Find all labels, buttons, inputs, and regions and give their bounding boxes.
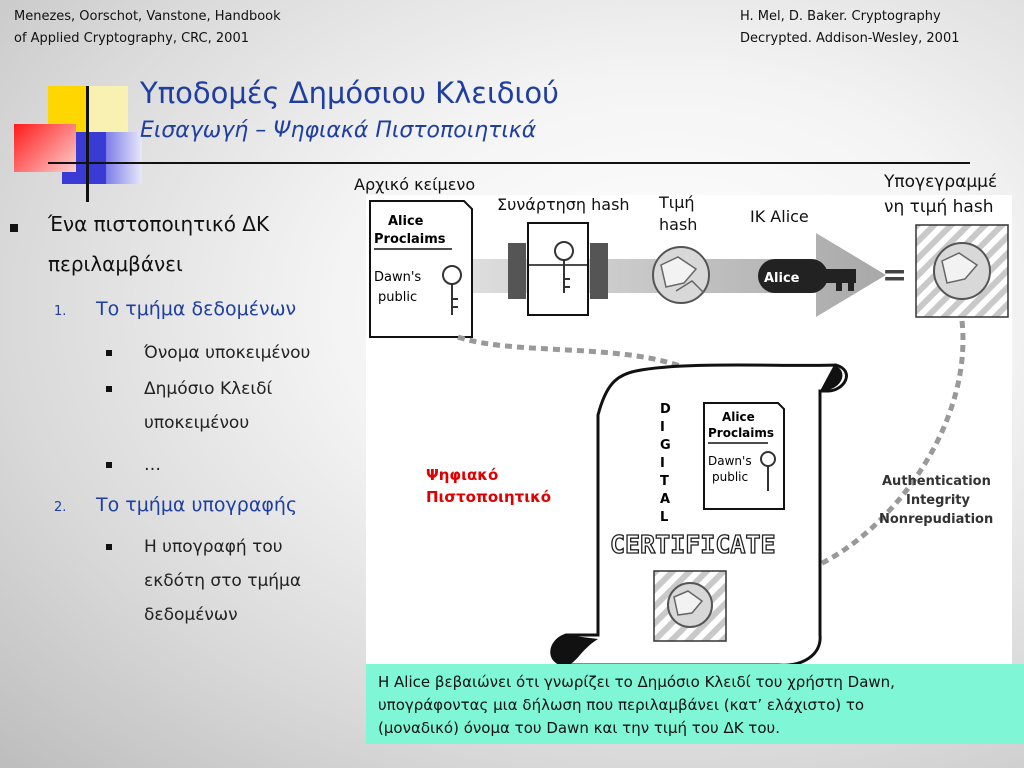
svg-text:Proclaims: Proclaims bbox=[708, 426, 774, 440]
original-document-icon: Alice Proclaims Dawn's public bbox=[369, 200, 473, 338]
bullet-icon bbox=[106, 462, 112, 468]
bullet-line-2: περιλαμβάνει bbox=[48, 252, 183, 276]
svg-text:T: T bbox=[660, 474, 669, 489]
diagram-graphic: Alice Proclaims Dawn's public bbox=[369, 200, 1009, 667]
section-label-2: Το τμήμα υπογραφής bbox=[96, 494, 298, 516]
svg-text:I: I bbox=[660, 420, 665, 435]
svg-text:public: public bbox=[712, 470, 748, 484]
svg-text:Proclaims: Proclaims bbox=[374, 232, 446, 247]
reference-left-line-2: of Applied Cryptography, CRC, 2001 bbox=[14, 31, 249, 46]
title-divider bbox=[48, 162, 970, 164]
bullet-line-1: Ένα πιστοποιητικό ΔΚ bbox=[48, 212, 270, 236]
svg-text:Authentication: Authentication bbox=[882, 474, 991, 489]
bullet-icon bbox=[106, 350, 112, 356]
bullet-icon bbox=[106, 386, 112, 392]
certificate-scroll: D I G I T A L Alice Proclaims Dawn's pub… bbox=[550, 363, 848, 667]
svg-text:L: L bbox=[660, 510, 668, 525]
svg-text:D: D bbox=[660, 402, 671, 417]
process-arrow bbox=[406, 233, 886, 317]
svg-text:public: public bbox=[378, 290, 417, 305]
svg-text:Alice: Alice bbox=[388, 214, 424, 229]
svg-text:Integrity: Integrity bbox=[906, 493, 971, 508]
svg-text:Nonrepudiation: Nonrepudiation bbox=[879, 512, 993, 527]
page-subtitle: Εισαγωγή – Ψηφιακά Πιστοποιητικά bbox=[140, 118, 537, 143]
label-signed-hash: Υπογεγραμμέ νη τιμή hash bbox=[884, 172, 998, 217]
svg-text:Alice: Alice bbox=[764, 271, 800, 286]
label-digital-certificate: Ψηφιακό Πιστοποιητικό bbox=[426, 466, 552, 506]
page-title: Υποδομές Δημόσιου Κλειδιού bbox=[140, 76, 559, 110]
sub-item-4-line-3: δεδομένων bbox=[144, 605, 238, 625]
svg-text:I: I bbox=[660, 456, 665, 471]
svg-text:Dawn's: Dawn's bbox=[374, 270, 421, 285]
reference-right: H. Mel, D. Baker. Cryptography Decrypted… bbox=[740, 6, 959, 50]
reference-left: Menezes, Oorschot, Vanstone, Handbook of… bbox=[14, 6, 281, 50]
section-number-1: 1. bbox=[54, 304, 67, 319]
reference-right-line-2: Decrypted. Addison-Wesley, 2001 bbox=[740, 31, 960, 46]
private-key-icon: Alice bbox=[758, 259, 856, 293]
signed-hash-icon bbox=[915, 224, 1009, 318]
label-hash-value: Τιμή hash bbox=[659, 193, 698, 234]
label-original-text: Αρχικό κείμενο bbox=[354, 175, 476, 194]
reference-left-line-1: Menezes, Oorschot, Vanstone, Handbook bbox=[14, 9, 281, 24]
caption-line-1: Η Alice βεβαιώνει ότι γνωρίζει το Δημόσι… bbox=[378, 673, 895, 691]
label-private-key: ΙΚ Alice bbox=[750, 207, 809, 226]
reference-right-line-1: H. Mel, D. Baker. Cryptography bbox=[740, 9, 941, 24]
sub-item-1: Όνομα υποκειμένου bbox=[144, 343, 311, 363]
caption-line-3: (μοναδικό) όνομα του Dawn και την τιμή τ… bbox=[378, 719, 780, 737]
caption-box: Η Alice βεβαιώνει ότι γνωρίζει το Δημόσι… bbox=[366, 664, 1024, 744]
caption-line-2: υπογράφοντας μια δήλωση που περιλαμβάνει… bbox=[378, 696, 865, 714]
sub-item-4-line-2: εκδότη στο τμήμα bbox=[144, 571, 302, 591]
bullet-icon bbox=[10, 224, 18, 232]
sub-item-3: … bbox=[144, 455, 161, 475]
svg-text:A: A bbox=[660, 492, 670, 507]
bullet-icon bbox=[106, 544, 112, 550]
dashed-arrow-signed-hash bbox=[749, 320, 966, 582]
sub-item-4-line-1: Η υπογραφή του bbox=[144, 537, 283, 557]
svg-text:Alice: Alice bbox=[722, 410, 755, 424]
svg-text:G: G bbox=[660, 438, 671, 453]
security-properties: Authentication Integrity Nonrepudiation bbox=[879, 474, 993, 527]
label-hash-function: Συνάρτηση hash bbox=[497, 195, 630, 214]
certificate-word: CERTIFICATE bbox=[610, 530, 776, 559]
hash-value-icon bbox=[652, 246, 710, 304]
section-number-2: 2. bbox=[54, 500, 67, 515]
sub-item-2-line-2: υποκειμένου bbox=[144, 413, 250, 433]
svg-text:Dawn's: Dawn's bbox=[708, 454, 752, 468]
sub-item-2-line-1: Δημόσιο Κλειδί bbox=[144, 379, 273, 399]
certificate-signed-hash-icon bbox=[653, 570, 727, 642]
digital-signature-diagram: Alice Proclaims Dawn's public bbox=[366, 195, 1012, 671]
hash-function-icon bbox=[508, 222, 608, 316]
certificate-document-icon: Alice Proclaims Dawn's public bbox=[703, 402, 785, 510]
section-label-1: Το τμήμα δεδομένων bbox=[96, 298, 297, 320]
equals-sign: = bbox=[882, 258, 907, 293]
